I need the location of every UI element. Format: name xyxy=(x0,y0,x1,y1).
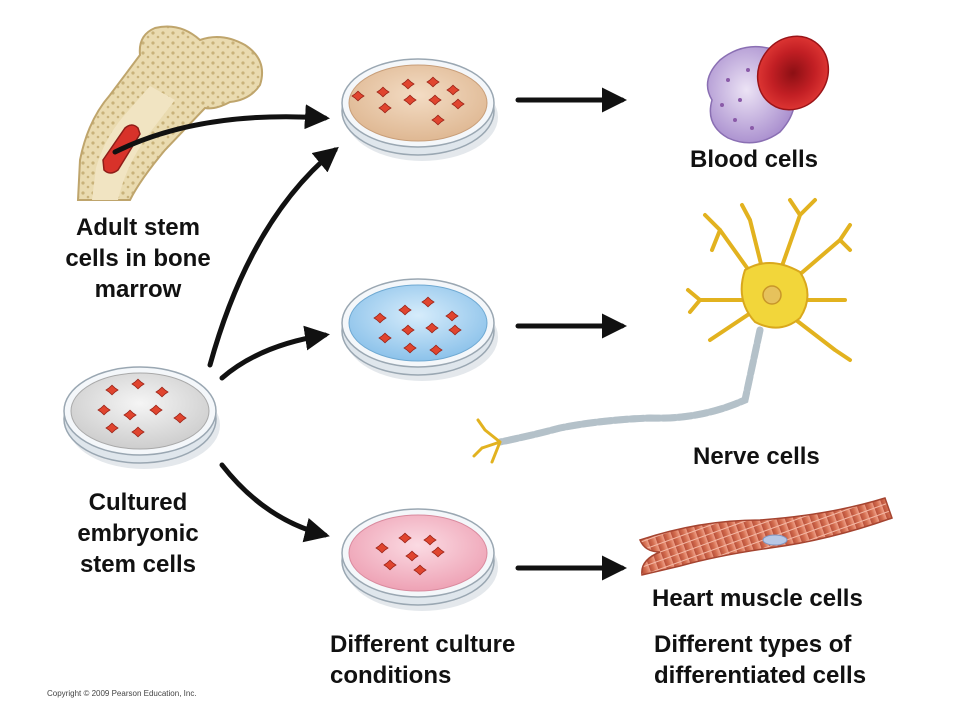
stem-cell-icon xyxy=(149,404,163,416)
stem-cell-icon xyxy=(425,322,439,334)
axon-icon xyxy=(496,326,764,446)
stem-cell-icon xyxy=(421,296,435,308)
stem-cell-icon xyxy=(451,98,465,110)
adult-stem-cells-label: Adult stem cells in bone marrow xyxy=(40,212,236,305)
arrow-embryonic-to-pink xyxy=(219,462,330,543)
stem-cell-icon xyxy=(378,102,392,114)
culture-medium xyxy=(348,284,488,362)
stem-cell-icon xyxy=(431,546,445,558)
heart-muscle-cells-label: Heart muscle cells xyxy=(652,583,863,614)
copyright-text: Copyright © 2009 Pearson Education, Inc. xyxy=(47,689,197,698)
stem-cell-icon xyxy=(445,310,459,322)
arrow-embryonic-to-tan xyxy=(207,146,339,368)
nerve-cells-label: Nerve cells xyxy=(693,441,820,472)
stem-cell-icon xyxy=(155,386,169,398)
nerve-cell-illustration xyxy=(472,198,852,464)
culture-medium xyxy=(348,64,488,142)
culture-line-2: conditions xyxy=(330,662,452,689)
stem-cell-icon xyxy=(131,378,145,390)
arrows xyxy=(112,87,627,581)
arrow-embryonic-to-blue xyxy=(219,325,330,381)
stem-cell-icon xyxy=(105,384,119,396)
stem-cell-icon xyxy=(428,94,442,106)
dish-blue xyxy=(341,278,498,381)
stem-cell-icon xyxy=(401,324,415,336)
stem-cell-icon xyxy=(426,76,440,88)
differentiated-line-1: Different types of xyxy=(654,631,852,658)
differentiated-cells-label: Different types of differentiated cells xyxy=(654,629,866,691)
stem-cell-icon xyxy=(351,90,365,102)
stem-cell-icon xyxy=(413,564,427,576)
culture-line-1: Different culture xyxy=(330,631,516,658)
stem-cell-icon xyxy=(423,534,437,546)
stem-cell-icon xyxy=(131,426,145,438)
heart-cells-text: Heart muscle cells xyxy=(652,585,863,612)
blood-cells-illustration xyxy=(706,35,830,144)
embryonic-line-2: embryonic xyxy=(77,520,199,547)
stem-cell-icon xyxy=(378,332,392,344)
stem-cell-icon xyxy=(373,312,387,324)
stem-cell-icon xyxy=(403,342,417,354)
stem-cell-icon xyxy=(401,78,415,90)
stem-cell-icon xyxy=(383,559,397,571)
stem-cell-icon xyxy=(105,422,119,434)
petri-dishes xyxy=(63,58,498,611)
adult-stem-line-2: cells in bone xyxy=(65,245,211,272)
embryonic-line-1: Cultured xyxy=(88,489,188,516)
adult-stem-line-3: marrow xyxy=(94,276,182,303)
dish-pink xyxy=(341,508,498,611)
stem-cell-icon xyxy=(97,404,111,416)
dish-embryonic-gray xyxy=(63,366,220,469)
stem-cell-icon xyxy=(123,409,137,421)
stem-cell-icon xyxy=(398,304,412,316)
stem-cell-icon xyxy=(375,542,389,554)
stem-cell-icon xyxy=(448,324,462,336)
blood-cells-text: Blood cells xyxy=(690,146,819,173)
blood-cells-label: Blood cells xyxy=(690,144,818,175)
stem-cell-icon xyxy=(431,114,445,126)
stem-cell-icon xyxy=(376,86,390,98)
stem-cell-icon xyxy=(173,412,187,424)
bone-illustration xyxy=(76,25,264,201)
embryonic-stem-cells-label: Cultured embryonic stem cells xyxy=(40,487,236,580)
dish-adult-tan xyxy=(341,58,498,161)
stem-cell-icon xyxy=(446,84,460,96)
differentiated-line-2: differentiated cells xyxy=(654,662,867,689)
nerve-cells-text: Nerve cells xyxy=(693,443,820,470)
culture-medium xyxy=(70,372,210,450)
arrow-bone-to-dish xyxy=(112,104,330,155)
heart-muscle-illustration xyxy=(638,497,893,576)
culture-conditions-label: Different culture conditions xyxy=(330,629,515,691)
stem-cell-icon xyxy=(398,532,412,544)
stem-cell-icon xyxy=(405,550,419,562)
culture-medium xyxy=(348,514,488,592)
stem-cell-icon xyxy=(403,94,417,106)
red-blood-cell-icon xyxy=(756,35,830,111)
stem-cell-icon xyxy=(429,344,443,356)
adult-stem-line-1: Adult stem xyxy=(75,214,200,241)
embryonic-line-3: stem cells xyxy=(79,551,197,578)
